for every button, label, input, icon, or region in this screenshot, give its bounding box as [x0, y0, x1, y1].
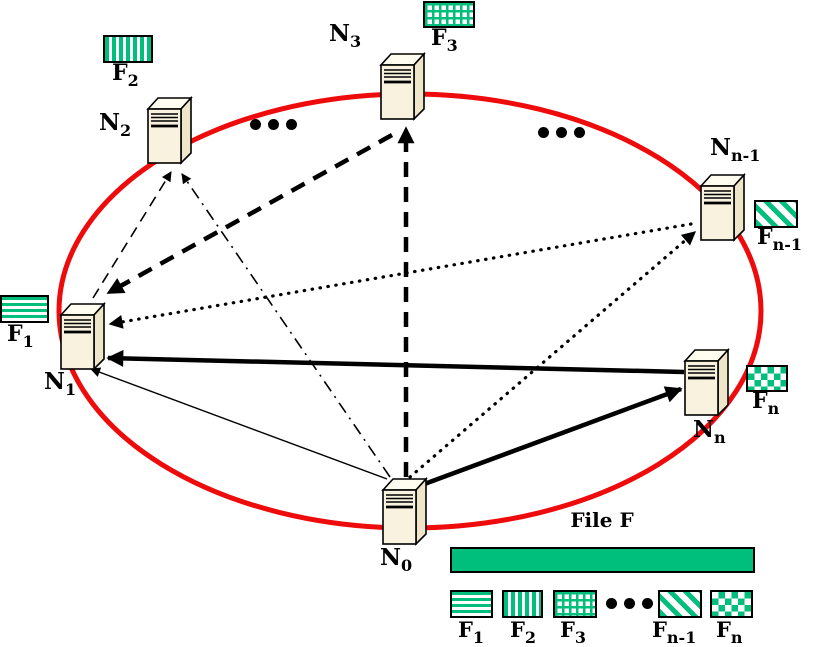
fragment-subscript: 1: [22, 332, 34, 351]
node-subscript: 2: [120, 121, 132, 140]
legend-title: File F: [570, 508, 634, 532]
node-letter: N: [380, 544, 402, 571]
legend-fragment-fn1: [658, 590, 702, 618]
node-label-nn1: Nn-1: [710, 136, 760, 164]
legend-ellipsis-dots: [606, 598, 653, 609]
fragment-letter: F: [458, 617, 473, 642]
fragment-letter: F: [757, 224, 773, 250]
fragment-letter: F: [716, 617, 731, 642]
fragment-subscript: 2: [127, 71, 139, 90]
fragment-subscript: 1: [472, 628, 485, 647]
node-label-nn: Nn: [693, 418, 726, 446]
dot: [250, 119, 261, 130]
fragment-tile-fn1: [754, 200, 798, 228]
edge-n0-to-n2: [181, 173, 391, 478]
node-letter: N: [99, 109, 121, 136]
node-letter: N: [710, 134, 732, 161]
node-label-n2: N2: [99, 111, 131, 139]
dot: [624, 598, 635, 609]
legend-fragment-label-f3: F3: [560, 619, 586, 646]
fragment-letter: F: [112, 60, 128, 86]
fragment-label-fn1: Fn-1: [757, 226, 802, 253]
dot: [556, 127, 567, 138]
fragment-label-f2: F2: [112, 62, 139, 89]
fragment-subscript: n-1: [772, 235, 803, 254]
server-icon-n0: [381, 477, 428, 546]
edge-n1-to-n2: [92, 171, 172, 299]
fragment-letter: F: [510, 617, 525, 642]
legend-fragment-label-f1: F1: [458, 619, 484, 646]
fragment-tile-fn: [746, 365, 788, 392]
server-icon-n2: [146, 96, 193, 165]
legend-fragment-label-f2: F2: [510, 619, 536, 646]
fragment-letter: F: [652, 617, 667, 642]
node-label-n3: N3: [329, 22, 361, 50]
legend-fragment-fn: [710, 590, 753, 618]
ellipsis-dots-left: [250, 119, 297, 130]
dot: [538, 127, 549, 138]
node-letter: N: [44, 368, 66, 395]
node-letter: N: [329, 20, 351, 47]
server-icon-nn: [683, 348, 730, 417]
legend-fragment-label-fn1: Fn-1: [652, 619, 696, 646]
fragment-subscript: n: [730, 628, 743, 647]
node-subscript: n: [714, 428, 726, 447]
edge-n0-to-nn1: [408, 230, 697, 479]
node-subscript: 1: [65, 380, 77, 399]
fragment-label-fn: Fn: [752, 390, 779, 417]
server-icon-nn1: [699, 173, 746, 242]
edge-nn1-to-n1: [108, 222, 693, 329]
dot: [574, 127, 585, 138]
legend-fragment-label-fn: Fn: [716, 619, 743, 646]
dot: [606, 598, 617, 609]
fragment-letter: F: [560, 617, 575, 642]
fragment-subscript: 3: [574, 628, 587, 647]
fragment-letter: F: [431, 25, 447, 51]
fragment-label-f1: F1: [7, 323, 34, 350]
node-label-n0: N0: [380, 546, 412, 574]
ellipsis-dots-right: [538, 127, 585, 138]
legend-fragment-f3: [553, 590, 597, 618]
edge-n0-to-nn: [418, 386, 683, 489]
legend-fragment-f1: [450, 590, 493, 618]
dot: [642, 598, 653, 609]
edge-n0-to-n1: [90, 367, 388, 480]
fragment-tile-f2: [103, 35, 153, 63]
fragment-letter: F: [752, 388, 768, 414]
legend-fragment-f2: [502, 590, 543, 618]
server-icon-n3: [379, 52, 426, 121]
node-subscript: 0: [401, 556, 413, 575]
node-label-n1: N1: [44, 370, 76, 398]
fragment-subscript: n: [767, 399, 780, 418]
fragment-tile-f3: [423, 1, 475, 28]
node-letter: N: [693, 416, 715, 443]
edge-n3-to-n1: [106, 133, 394, 295]
legend-file-bar: [450, 547, 755, 573]
fragment-subscript: 3: [446, 36, 458, 55]
fragment-subscript: n-1: [666, 628, 697, 647]
server-icon-n1: [59, 302, 106, 371]
dot: [268, 119, 279, 130]
fragment-label-f3: F3: [431, 27, 458, 54]
edge-nn-to-n1: [106, 349, 685, 375]
node-subscript: n-1: [731, 146, 761, 165]
fragment-letter: F: [7, 321, 23, 347]
fragment-subscript: 2: [524, 628, 537, 647]
node-subscript: 3: [350, 32, 362, 51]
fragment-tile-f1: [0, 295, 49, 323]
dot: [286, 119, 297, 130]
